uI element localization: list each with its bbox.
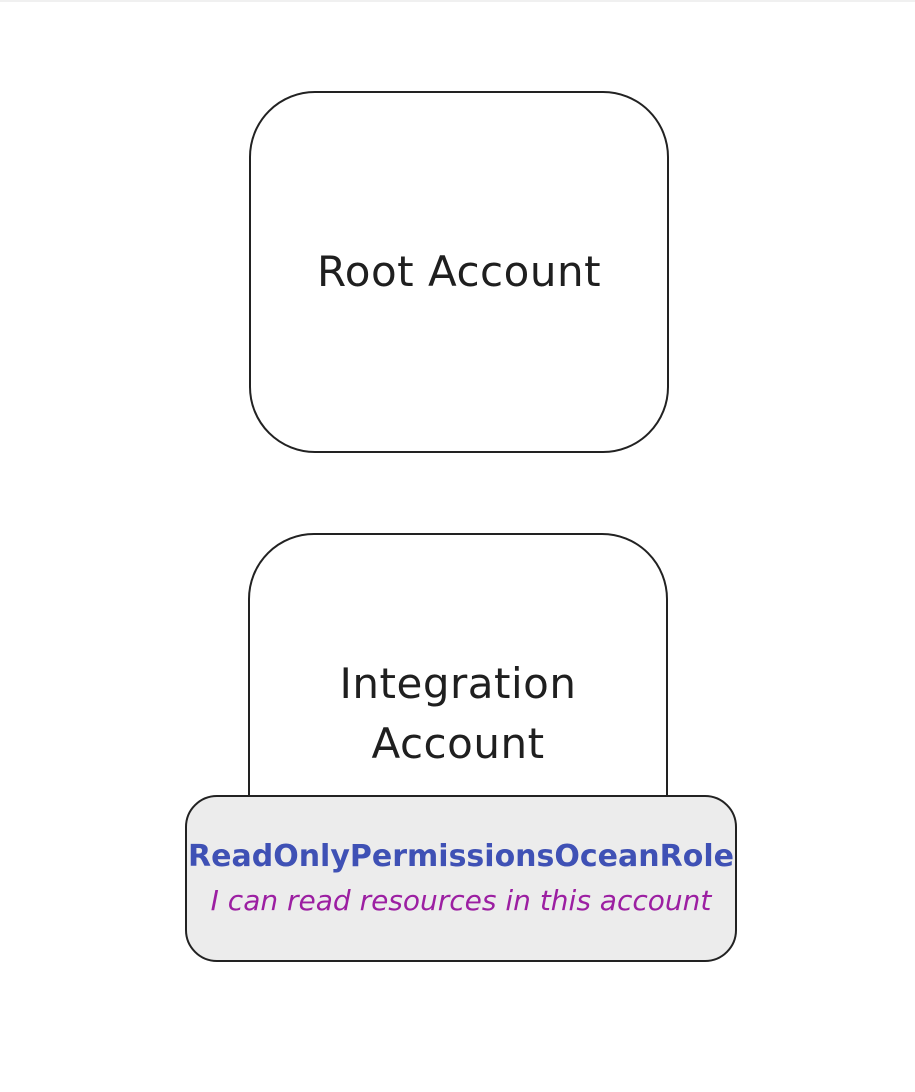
- root-account-label: Root Account: [316, 247, 602, 296]
- node-root-account: Root Account: [249, 91, 669, 453]
- role-description-label: I can read resources in this account: [210, 883, 712, 917]
- top-border-line: [0, 0, 915, 2]
- integration-account-label: Integration Account: [339, 659, 577, 768]
- node-readonly-permissions-role: ReadOnlyPermissionsOceanRole I can read …: [185, 795, 737, 962]
- role-name-label: ReadOnlyPermissionsOceanRole: [188, 838, 734, 874]
